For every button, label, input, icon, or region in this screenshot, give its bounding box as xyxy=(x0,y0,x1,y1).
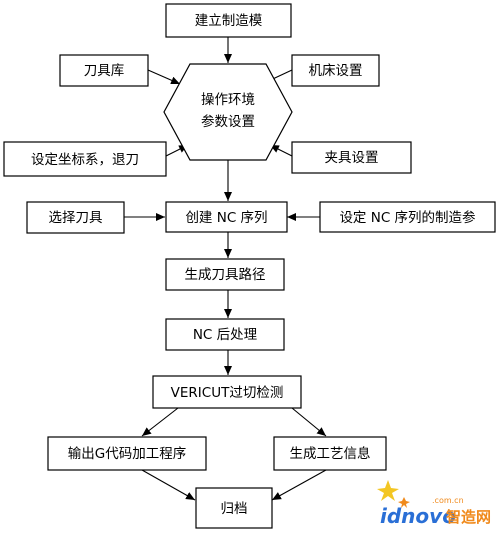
edge-vericut-to-gcode xyxy=(141,407,179,437)
node-set-nc-params: 设定 NC 序列的制造参 xyxy=(319,201,496,233)
node-archive: 归档 xyxy=(195,487,273,529)
node-gen-process-info-label: 生成工艺信息 xyxy=(290,445,371,462)
node-vericut-check: VERICUT过切检测 xyxy=(152,375,302,409)
watermark-logo: .com.cn idnovo 智造网 xyxy=(377,480,491,528)
node-build-model: 建立制造模 xyxy=(165,3,292,38)
node-archive-label: 归档 xyxy=(221,500,248,517)
node-build-model-label: 建立制造模 xyxy=(195,13,263,29)
node-coord-retract: 设定坐标系，退刀 xyxy=(3,141,167,177)
node-operation-env-label-line1: 操作环境 xyxy=(201,92,255,108)
edges xyxy=(124,37,327,501)
edge-process-info-to-archive xyxy=(271,469,327,501)
node-coord-retract-label: 设定坐标系，退刀 xyxy=(31,152,139,168)
edge-tool-library-to-env xyxy=(147,69,181,85)
watermark-cn: 智造网 xyxy=(446,508,491,526)
star-sparkle-icon xyxy=(377,480,410,508)
node-fixture-setup: 夹具设置 xyxy=(291,141,412,174)
node-operation-env-hexagon: 操作环境 参数设置 xyxy=(163,63,293,161)
node-select-tool: 选择刀具 xyxy=(26,201,125,234)
node-operation-env-label-line2: 参数设置 xyxy=(201,113,255,130)
watermark-domain: .com.cn xyxy=(432,496,464,505)
node-fixture-setup-label: 夹具设置 xyxy=(325,150,379,166)
node-output-gcode-label: 输出G代码加工程序 xyxy=(68,446,186,462)
node-tool-library-label: 刀具库 xyxy=(84,63,125,79)
edge-vericut-to-process-info xyxy=(291,407,327,437)
edge-gcode-to-archive xyxy=(141,469,196,501)
node-create-nc-seq-label: 创建 NC 序列 xyxy=(185,210,267,226)
node-tool-library: 刀具库 xyxy=(59,54,149,87)
node-output-gcode: 输出G代码加工程序 xyxy=(47,436,207,471)
node-select-tool-label: 选择刀具 xyxy=(49,210,103,226)
node-gen-process-info: 生成工艺信息 xyxy=(273,436,387,471)
node-nc-post: NC 后处理 xyxy=(165,318,285,351)
node-nc-post-label: NC 后处理 xyxy=(193,327,258,343)
node-set-nc-params-label: 设定 NC 序列的制造参 xyxy=(339,209,476,226)
node-machine-setup-label: 机床设置 xyxy=(309,63,363,79)
node-machine-setup: 机床设置 xyxy=(291,54,380,87)
node-vericut-check-label: VERICUT过切检测 xyxy=(171,385,284,401)
node-create-nc-seq: 创建 NC 序列 xyxy=(165,201,288,233)
node-gen-toolpath: 生成刀具路径 xyxy=(165,258,285,291)
watermark-brand: idnovo xyxy=(380,504,456,528)
node-gen-toolpath-label: 生成刀具路径 xyxy=(185,267,266,283)
